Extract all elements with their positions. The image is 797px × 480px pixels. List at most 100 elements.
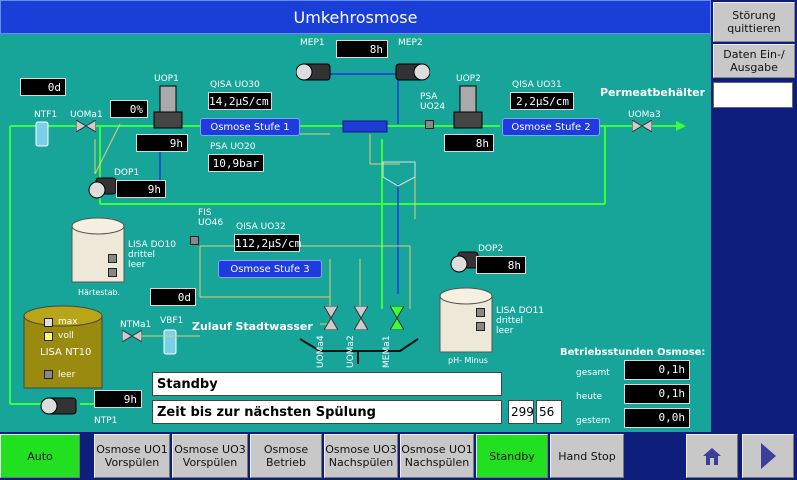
level-sensor-do11-a: [476, 308, 485, 317]
filter-vbf1-icon: [163, 329, 177, 355]
qisa-uo32-display: 112,2µS/cm: [234, 234, 301, 252]
osmosis-operation-button[interactable]: Osmose Betrieb: [250, 434, 322, 478]
tag-qisa-uo31: QISA UO31: [512, 80, 562, 90]
tag-fis-uo46: FIS UO46: [198, 208, 224, 228]
flow-arrow-icon: [676, 121, 686, 131]
tag-voll: voll: [58, 331, 74, 341]
level-sensor-max: [44, 318, 53, 327]
pump-mep2-icon[interactable]: [394, 60, 430, 86]
tag-psa-uo24: PSA UO24: [420, 92, 446, 112]
data-io-button[interactable]: Daten Ein-/ Ausgabe: [713, 44, 795, 78]
valve-uoma1-icon[interactable]: [76, 120, 96, 132]
data-io-field[interactable]: [713, 82, 793, 108]
tag-lisa-do11: LISA DO11 drittel leer: [496, 306, 545, 336]
osmose-stage-3[interactable]: Osmose Stufe 3: [218, 260, 322, 278]
valve-uoma3-icon[interactable]: [632, 120, 652, 132]
ntf-days-display: 0d: [20, 78, 66, 96]
hours-label-yesterday: gestern: [576, 416, 611, 426]
tag-ntf1: NTF1: [34, 110, 58, 120]
tank-nt10-icon: [23, 305, 103, 389]
acknowledge-fault-button[interactable]: Störung quittieren: [713, 2, 795, 42]
tag-mep2: MEP2: [398, 38, 423, 48]
auto-button[interactable]: Auto: [0, 434, 80, 478]
tag-lisa-nt10: LISA NT10: [40, 347, 92, 358]
tag-uoma2: UOMa2: [346, 335, 356, 368]
dop1-hours-display: 9h: [116, 180, 166, 198]
next-page-button[interactable]: [742, 434, 794, 478]
tag-ph-minus: pH- Minus: [448, 356, 488, 365]
tag-dop1: DOP1: [114, 168, 140, 178]
hand-stop-button[interactable]: Hand Stop: [550, 434, 624, 478]
home-button[interactable]: [686, 434, 738, 478]
pump-dop1-icon[interactable]: [88, 174, 118, 202]
level-sensor-do10-a: [108, 254, 117, 263]
tank-do10-icon: [71, 217, 125, 283]
hours-label-today: heute: [576, 392, 603, 402]
arrow-right-icon: [761, 443, 776, 469]
pump-uop1-icon[interactable]: [152, 84, 184, 130]
osmose-stage-1[interactable]: Osmose Stufe 1: [200, 118, 300, 136]
valve-mema1-icon[interactable]: [390, 306, 404, 330]
process-diagram: MEP1 MEP2 8h 0d NTF1 UOMa1 0% UOP1 9h QI…: [0, 34, 711, 432]
drain-hopper: [382, 161, 416, 187]
sensor-psa-uo24: [425, 120, 434, 129]
filter-ntf1-icon: [35, 121, 49, 147]
operating-hours-title: Betriebsstunden Osmose:: [560, 347, 706, 358]
right-sidebar: Störung quittieren Daten Ein-/ Ausgabe: [711, 0, 797, 432]
tag-max: max: [58, 317, 78, 327]
valve-ntma1-icon[interactable]: [122, 330, 142, 342]
uop1-hours-display: 9h: [136, 134, 188, 152]
tag-haertestab: Härtestab.: [78, 288, 121, 297]
rinse-minutes: 299: [508, 400, 534, 424]
level-sensor-leer: [44, 370, 53, 379]
tag-mep1: MEP1: [300, 38, 325, 48]
tag-uop2: UOP2: [456, 74, 481, 84]
tag-lisa-do10: LISA DO10 drittel leer: [128, 240, 177, 270]
zulauf-label: Zulauf Stadtwasser: [192, 320, 313, 333]
tag-ntma1: NTMa1: [120, 320, 152, 330]
tag-leer: leer: [58, 370, 76, 380]
permeate-tank-label: Permeatbehälter: [600, 86, 706, 99]
tag-qisa-uo32: QISA UO32: [236, 222, 286, 232]
ntp1-hours-display: 9h: [94, 390, 142, 408]
pump-ntp1-icon[interactable]: [40, 394, 80, 420]
sensor-fis-uo46: [190, 236, 199, 245]
tag-psa-uo20: PSA UO20: [210, 142, 256, 152]
home-icon: [703, 448, 721, 465]
osmose-stage-2[interactable]: Osmose Stufe 2: [502, 118, 600, 136]
rinse-seconds: 56: [536, 400, 562, 424]
pump-dop2-icon[interactable]: [450, 248, 480, 276]
pump-uop2-icon[interactable]: [452, 84, 484, 130]
tag-uop1: UOP1: [154, 74, 179, 84]
tag-vbf1: VBF1: [160, 316, 184, 326]
tag-uoma1: UOMa1: [70, 110, 103, 120]
hours-value-yesterday: 0,0h: [624, 408, 690, 428]
uo1-prerinse-button[interactable]: Osmose UO1 Vorspülen: [94, 434, 170, 478]
pump-mep1-icon[interactable]: [296, 60, 332, 86]
level-sensor-do10-b: [108, 268, 117, 277]
tank-do11-icon: [439, 287, 493, 353]
tag-uoma4: UOMa4: [316, 335, 326, 368]
psa-uo20-display: 10,9bar: [208, 154, 264, 172]
tag-dop2: DOP2: [478, 244, 504, 254]
uo1-postrinse-button[interactable]: Osmose UO1 Nachspülen: [400, 434, 474, 478]
bottom-button-bar: Auto Osmose UO1 Vorspülen Osmose UO3 Vor…: [0, 432, 797, 480]
tag-ntp1: NTP1: [94, 416, 118, 426]
blue-pipes: [159, 73, 399, 294]
status-text: Standby: [152, 372, 502, 396]
valve-uoma2-icon[interactable]: [354, 306, 368, 330]
uop2-hours-display: 8h: [444, 134, 494, 152]
level-sensor-do11-b: [476, 322, 485, 331]
qisa-uo30-display: 14,2µS/cm: [208, 92, 272, 110]
mep-hours-display: 8h: [336, 40, 388, 58]
level-sensor-voll: [44, 332, 53, 341]
valve-uoma4-icon[interactable]: [324, 306, 338, 330]
standby-button[interactable]: Standby: [476, 434, 548, 478]
membrane-module: [342, 120, 388, 133]
next-rinse-label: Zeit bis zur nächsten Spülung: [152, 400, 502, 424]
inlet-pipe: [140, 335, 200, 337]
tag-qisa-uo30: QISA UO30: [210, 80, 260, 90]
uo3-postrinse-button[interactable]: Osmose UO3 Nachspülen: [324, 434, 398, 478]
uo3-prerinse-button[interactable]: Osmose UO3 Vorspülen: [172, 434, 248, 478]
qisa-uo31-display: 2,2µS/cm: [510, 92, 574, 110]
